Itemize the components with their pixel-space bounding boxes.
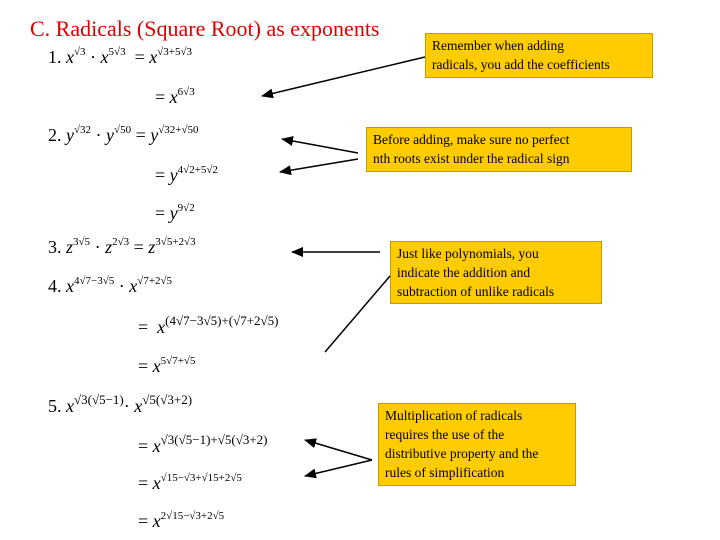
note-line: nth roots exist under the radical sign: [373, 151, 570, 166]
note-line: indicate the addition and: [397, 265, 531, 280]
exponent: √5(√3+2): [142, 392, 193, 407]
note-adding-radicals: Remember when adding radicals, you add t…: [425, 33, 653, 78]
arrow-note-4b: [304, 459, 373, 479]
exponent: √7+2√5: [137, 275, 173, 287]
base: y: [66, 125, 74, 145]
base: x: [149, 47, 158, 67]
equation-1-step: = x6√3: [155, 86, 195, 107]
base: x: [152, 473, 161, 493]
equation-5-step-3: = x2√15−√3+2√5: [138, 510, 225, 531]
equals-sign: =: [138, 511, 149, 531]
equation-number: 5.: [48, 396, 62, 416]
base: x: [66, 396, 74, 416]
base: y: [106, 125, 115, 145]
base: y: [150, 125, 159, 145]
exponent: √3(√5−1)+√5(√3+2): [160, 432, 268, 447]
base: y: [169, 203, 178, 223]
base: z: [105, 237, 113, 257]
note-line: Before adding, make sure no perfect: [373, 132, 570, 147]
exponent: √32: [74, 124, 92, 136]
equation-2-step-2: = y9√2: [155, 202, 195, 223]
base: x: [134, 396, 143, 416]
exponent: 3√5: [73, 236, 91, 248]
note-line: subtraction of unlike radicals: [397, 284, 555, 299]
equation-2-step-1: = y4√2+5√2: [155, 164, 218, 185]
equals-sign: =: [138, 436, 149, 456]
exponent: (4√7−3√5)+(√7+2√5): [165, 313, 279, 328]
base: y: [169, 165, 178, 185]
exponent: √3(√5−1): [74, 392, 124, 407]
note-unlike-radicals: Just like polynomials, you indicate the …: [390, 241, 602, 304]
exponent: √50: [114, 124, 132, 136]
equation-5-step-1: = x√3(√5−1)+√5(√3+2): [138, 433, 268, 456]
base: x: [152, 356, 161, 376]
exponent: 9√2: [177, 202, 195, 214]
equals-sign: =: [155, 165, 166, 185]
note-line: rules of simplification: [385, 465, 505, 480]
equals-sign: =: [135, 125, 146, 145]
equals-sign: =: [155, 203, 166, 223]
equation-1: 1. x√3 · x5√3 = x√3+5√3: [48, 46, 193, 67]
slide-title: C. Radicals (Square Root) as exponents: [30, 16, 380, 41]
equation-5-step-2: = x√15−√3+√15+2√5: [138, 472, 242, 493]
dot-operator: ·: [123, 396, 130, 416]
exponent: 5√7+√5: [160, 355, 196, 367]
arrow-note-4a: [304, 438, 373, 461]
exponent: 4√7−3√5: [74, 275, 115, 287]
equals-sign: =: [138, 317, 149, 337]
exponent: 2√3: [112, 236, 130, 248]
note-line: requires the use of the: [385, 427, 505, 442]
base: x: [66, 47, 74, 67]
equals-sign: =: [134, 47, 145, 67]
arrow-note-3b: [324, 275, 391, 353]
arrow-note-2b: [279, 158, 359, 176]
exponent: 4√2+5√2: [177, 164, 218, 176]
equation-5: 5. x√3(√5−1)· x√5(√3+2): [48, 393, 192, 416]
equation-number: 4.: [48, 276, 62, 296]
equation-2: 2. y√32 · y√50 = y√32+√50: [48, 124, 199, 145]
base: x: [66, 276, 74, 296]
base: x: [157, 317, 166, 337]
equals-sign: =: [138, 473, 149, 493]
dot-operator: ·: [118, 276, 125, 296]
base: x: [100, 47, 109, 67]
note-perfect-roots: Before adding, make sure no perfect nth …: [366, 127, 632, 172]
exponent: 6√3: [177, 86, 195, 98]
note-line: distributive property and the: [385, 446, 539, 461]
exponent: 3√5+2√3: [155, 236, 196, 248]
base: x: [152, 511, 161, 531]
exponent: 5√3: [108, 46, 126, 58]
dot-operator: ·: [94, 237, 101, 257]
equation-number: 2.: [48, 125, 62, 145]
arrow-note-1: [261, 56, 426, 99]
dot-operator: ·: [95, 125, 102, 145]
equation-number: 3.: [48, 237, 62, 257]
note-line: Remember when adding: [432, 38, 564, 53]
exponent: √3: [74, 46, 86, 58]
exponent: √15−√3+√15+2√5: [160, 472, 242, 484]
exponent: 2√15−√3+2√5: [160, 510, 225, 522]
base: z: [66, 237, 74, 257]
equation-3: 3. z3√5 · z2√3 = z3√5+2√3: [48, 236, 196, 257]
note-line: Multiplication of radicals: [385, 408, 523, 423]
arrow-note-2a: [281, 136, 359, 154]
exponent: √3+5√3: [157, 46, 193, 58]
exponent: √32+√50: [158, 124, 199, 136]
base: z: [148, 237, 156, 257]
note-line: radicals, you add the coefficients: [432, 57, 610, 72]
base: x: [152, 436, 161, 456]
equals-sign: =: [155, 87, 166, 107]
equation-number: 1.: [48, 47, 62, 67]
note-line: Just like polynomials, you: [397, 246, 539, 261]
base: x: [129, 276, 138, 296]
equation-4: 4. x4√7−3√5 · x√7+2√5: [48, 275, 173, 296]
dot-operator: ·: [90, 47, 97, 67]
base: x: [169, 87, 178, 107]
equals-sign: =: [133, 237, 144, 257]
equals-sign: =: [138, 356, 149, 376]
note-multiplication: Multiplication of radicals requires the …: [378, 403, 576, 486]
equation-4-step-2: = x5√7+√5: [138, 355, 196, 376]
equation-4-step-1: = x(4√7−3√5)+(√7+2√5): [138, 314, 279, 337]
